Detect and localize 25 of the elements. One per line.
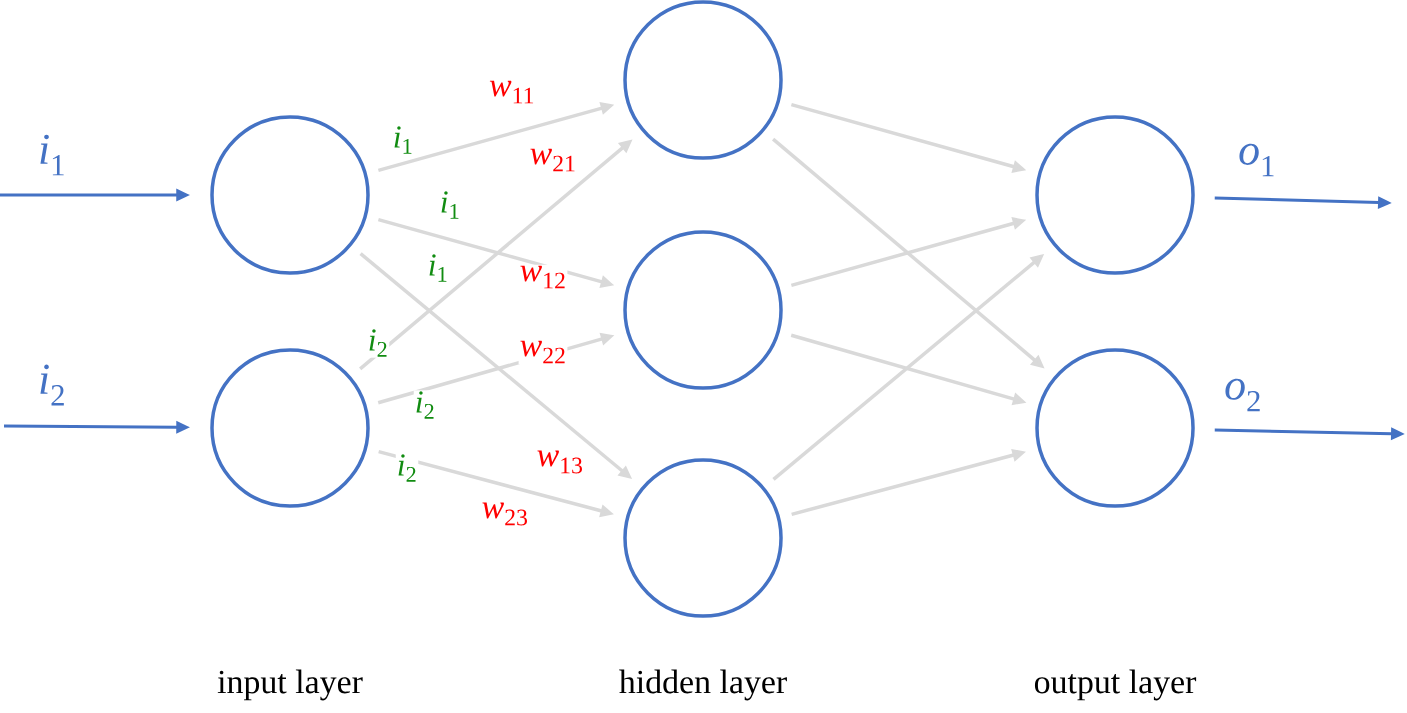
layer-label: input layer: [216, 668, 364, 702]
input-label: i$_{2}$: [395, 453, 419, 483]
edge-label: w$_{12}$: [518, 264, 568, 290]
edge-label: w$_{13}$: [535, 449, 585, 475]
neuron-circle: [210, 115, 370, 275]
input-label: i$_{2}$: [413, 390, 437, 420]
edge-label: i$_{1}$: [37, 133, 67, 177]
edge-label: w$_{21}$: [528, 147, 578, 173]
neuron-circle: [1035, 348, 1195, 508]
input-label: i$_{1}$: [438, 190, 462, 220]
edge-label: o$_{1}$: [1237, 142, 1277, 178]
input-label: i$_{2}$: [366, 328, 390, 358]
edge-label: o$_{2}$: [1223, 377, 1263, 413]
edge-label: w$_{22}$: [518, 339, 568, 365]
input-label: i$_{1}$: [426, 253, 450, 283]
neuron-circle: [1035, 115, 1195, 275]
edge-label: w$_{11}$: [488, 79, 536, 105]
input-label: i$_{1}$: [391, 125, 415, 155]
neuron-circle: [623, 458, 783, 618]
edge-label: w$_{23}$: [480, 501, 530, 527]
layer-label: output layer: [1032, 668, 1198, 702]
neuron-circle: [623, 230, 783, 390]
neuron-circle: [623, 0, 783, 160]
neuron-circle: [210, 348, 370, 508]
edge-label: i$_{2}$: [37, 363, 67, 407]
